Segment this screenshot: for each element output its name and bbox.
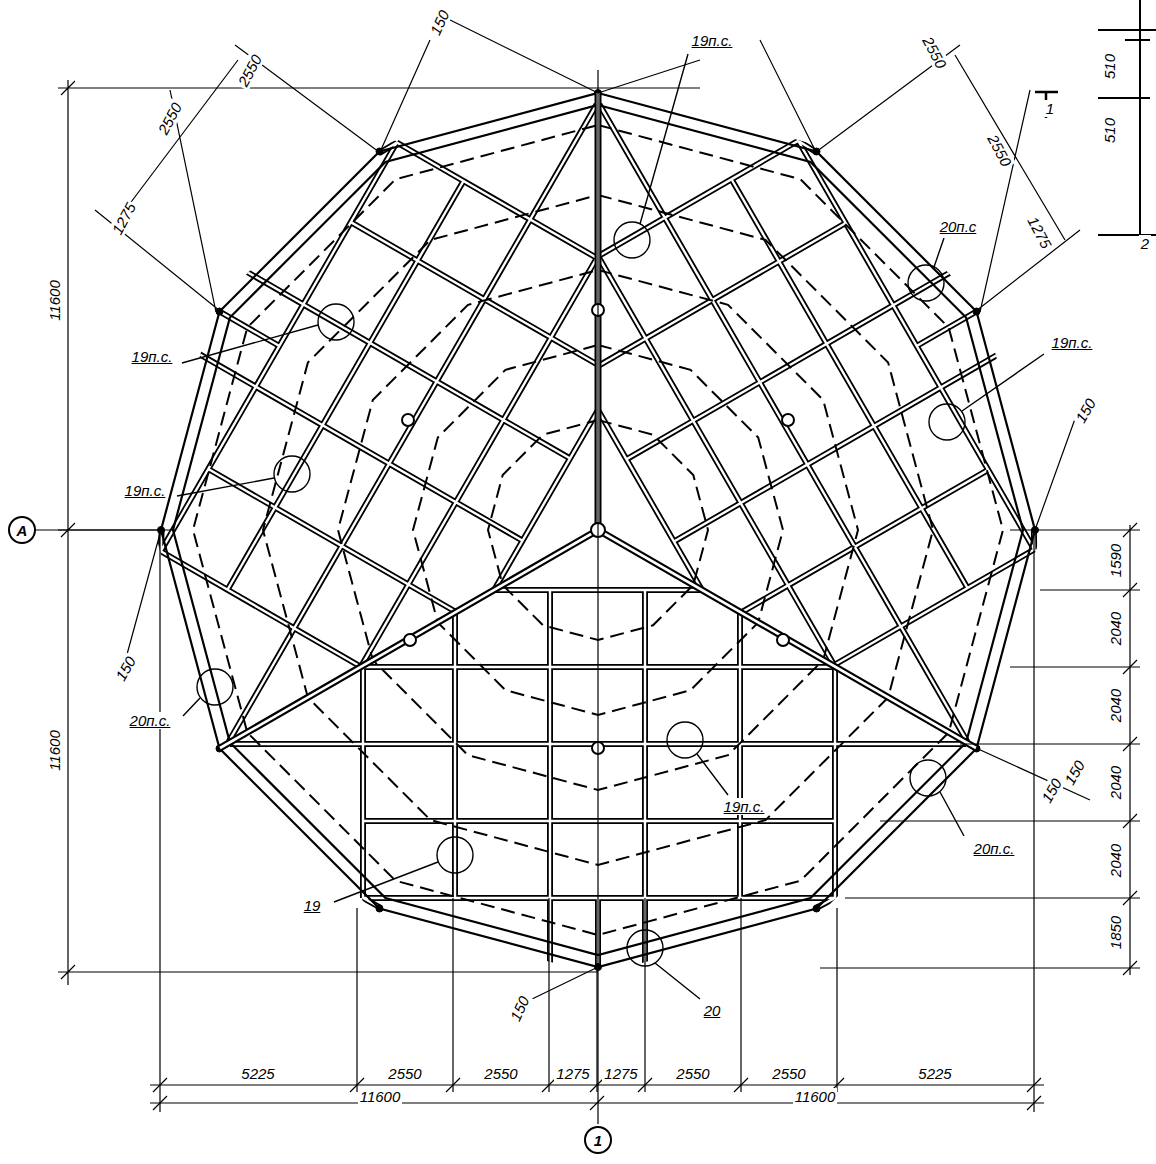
callout-label: 19п.с. bbox=[722, 798, 767, 815]
dimension-text: 2550 bbox=[386, 1065, 423, 1082]
dimension-lines bbox=[58, 15, 1140, 1112]
callout-circles bbox=[177, 54, 1044, 999]
section-inset bbox=[1035, 0, 1156, 235]
axis-bubble: A bbox=[8, 516, 36, 544]
axes bbox=[35, 70, 598, 1124]
dimension-text: 1275 bbox=[108, 198, 141, 239]
column-dot bbox=[813, 905, 820, 912]
callout-label: 19п.с. bbox=[123, 482, 168, 499]
dimension-text: 5225 bbox=[239, 1065, 276, 1082]
callout-label: 20п.с bbox=[938, 218, 979, 235]
dimension-text: 5225 bbox=[916, 1065, 953, 1082]
callout-label: 19п.с. bbox=[690, 32, 735, 49]
dimension-text: 2550 bbox=[482, 1065, 519, 1082]
callout-label: 20 bbox=[702, 1002, 723, 1019]
dimension-text: 2 bbox=[1139, 235, 1151, 252]
dimension-text: 150 bbox=[506, 991, 534, 1024]
dimension-text: 11600 bbox=[45, 728, 62, 773]
dimension-text: 2040 bbox=[1108, 686, 1125, 723]
callout-label: 20п.с. bbox=[972, 840, 1017, 857]
axis-name: A bbox=[17, 522, 28, 539]
dimension-text: 150 bbox=[1060, 755, 1089, 789]
dimension-text: 11600 bbox=[45, 278, 62, 323]
dimension-text: 2550 bbox=[154, 98, 187, 139]
dimension-text: 2040 bbox=[1108, 841, 1125, 878]
callout-label: 19п.с. bbox=[1050, 334, 1095, 351]
dimension-text: 1 bbox=[1044, 100, 1056, 117]
dimension-text: 1850 bbox=[1108, 913, 1125, 950]
column-dot bbox=[376, 905, 383, 912]
dimension-text: 2550 bbox=[770, 1065, 807, 1082]
callout-label: 20п.с. bbox=[128, 712, 173, 729]
dimension-text: 150 bbox=[111, 651, 140, 685]
dimension-text: 150 bbox=[1071, 393, 1100, 427]
dimension-text: 150 bbox=[426, 5, 454, 38]
dimension-text: 2550 bbox=[674, 1065, 711, 1082]
callout-label: 19п.с. bbox=[130, 348, 175, 365]
dimension-text: 510 bbox=[1102, 51, 1119, 80]
dimension-text: 11600 bbox=[793, 1088, 838, 1105]
axis-name: 1 bbox=[594, 1132, 602, 1149]
dimension-text: 2550 bbox=[919, 32, 952, 73]
dimension-text: 2040 bbox=[1108, 609, 1125, 646]
framing-grid bbox=[36, 0, 1156, 967]
dimension-text: 510 bbox=[1102, 115, 1119, 144]
dimension-text: 2040 bbox=[1108, 763, 1125, 800]
callout-label: 19 bbox=[302, 897, 323, 914]
axis-bubble: 1 bbox=[584, 1126, 612, 1154]
dimension-text: 1590 bbox=[1108, 541, 1125, 578]
dimension-text: 2550 bbox=[234, 50, 267, 91]
dimension-text: 11600 bbox=[358, 1088, 403, 1105]
dimension-text: 1275 bbox=[554, 1065, 591, 1082]
dimension-text: 1275 bbox=[602, 1065, 639, 1082]
